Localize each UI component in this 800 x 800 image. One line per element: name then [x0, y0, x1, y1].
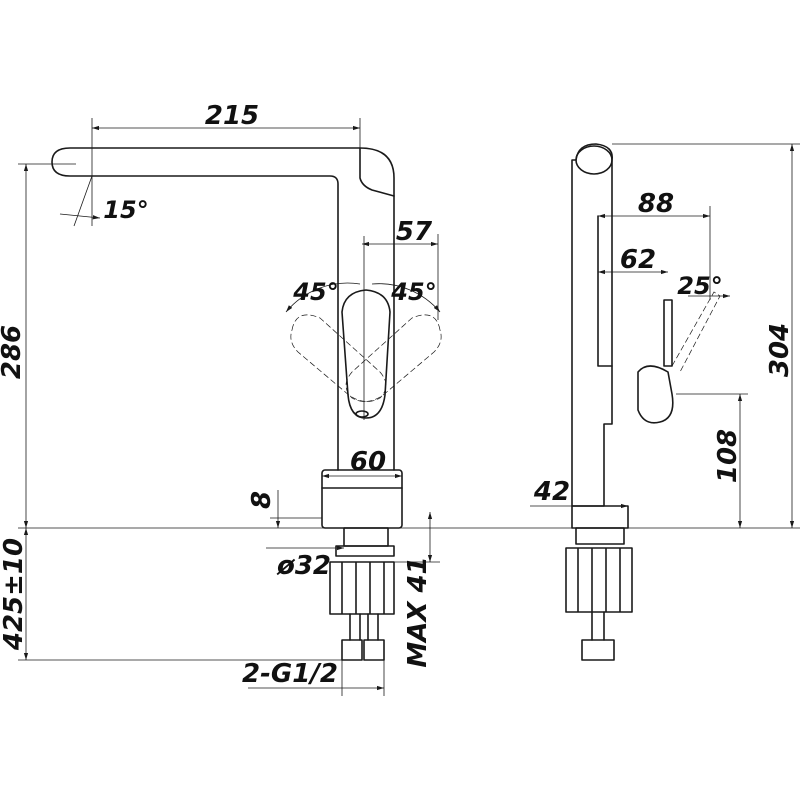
dim-57-text: 57 — [396, 217, 433, 247]
dim-304-text: 304 — [765, 323, 795, 377]
side-aerator — [597, 215, 613, 367]
supply-pipes — [349, 613, 379, 641]
side-spout-top — [575, 145, 613, 175]
handle-left-ghost — [290, 314, 387, 402]
pipe-nut-left — [341, 639, 363, 661]
handle-group — [285, 282, 442, 419]
dim-15-arc — [59, 213, 101, 220]
dim-32-text: ø32 — [276, 551, 331, 581]
angle-arc-right — [371, 283, 441, 313]
dim-41-text: MAX 41 — [403, 556, 433, 667]
angle-arc-left — [285, 282, 361, 313]
dim-15-line-a — [73, 175, 93, 227]
dim-62-text: 62 — [620, 245, 656, 275]
side-handle-ghost — [671, 291, 721, 373]
handle-center — [341, 289, 391, 419]
side-body — [571, 143, 613, 507]
side-view: 88 62 25° 304 108 42 — [530, 143, 800, 661]
side-collar — [575, 527, 625, 545]
dim-g12-text: 2-G1/2 — [242, 659, 338, 689]
handle-right-ghost — [345, 314, 442, 402]
dim-15-text: 15° — [103, 196, 148, 224]
dim-286-text: 286 — [0, 325, 27, 379]
mount-shank — [335, 545, 395, 557]
dim-45-right-text: 45° — [390, 278, 436, 306]
dim-425-text: 425±10 — [0, 538, 29, 651]
handle-dot — [355, 410, 369, 418]
dim-45-left-text: 45° — [292, 278, 338, 306]
dim-108-text: 108 — [713, 429, 743, 483]
dim-215-text: 215 — [205, 101, 259, 131]
front-view: 215 15° 57 45° 45° 286 60 8 ø32 MAX — [0, 101, 800, 696]
mount-collar — [343, 527, 389, 547]
dim-42-text: 42 — [533, 477, 570, 507]
side-pipe-nut — [581, 639, 615, 661]
side-handle — [637, 299, 674, 424]
dim-60-text: 60 — [350, 447, 386, 477]
side-base — [571, 505, 629, 529]
side-nut — [565, 547, 633, 613]
dim-8-text: 8 — [247, 491, 277, 509]
base-body — [321, 469, 403, 529]
pipe-nut-right — [363, 639, 385, 661]
spout-tip — [359, 147, 395, 197]
dim-88-text: 88 — [638, 189, 674, 219]
dim-25-text: 25° — [677, 272, 722, 300]
side-pipe — [591, 611, 605, 641]
mount-nut — [329, 561, 395, 615]
